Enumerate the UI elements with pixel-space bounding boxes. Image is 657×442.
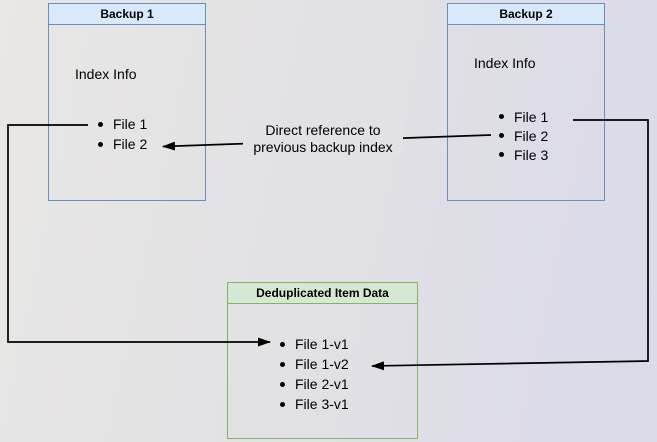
file-label: File 3 <box>514 146 549 163</box>
backup1-header: Backup 1 <box>49 4 205 25</box>
list-item: File 2 <box>96 134 147 154</box>
backup1-index-info-label: Index Info <box>75 66 137 82</box>
file-label: File 1-v2 <box>295 356 349 372</box>
bullet-icon <box>280 381 285 387</box>
bullet-icon <box>499 152 504 157</box>
backup1-box: Backup 1 Index Info File 1 File 2 <box>48 3 206 201</box>
list-item: File 1-v2 <box>278 354 349 374</box>
file-label: File 3-v1 <box>295 396 349 412</box>
bullet-icon <box>280 401 285 407</box>
backup2-index-info-label: Index Info <box>474 55 536 71</box>
list-item: File 2 <box>497 126 548 145</box>
file-label: File 1-v1 <box>295 336 349 352</box>
file-label: File 2 <box>113 136 148 152</box>
annotation-line: Direct reference to <box>265 122 381 138</box>
bullet-icon <box>499 114 504 119</box>
direct-reference-annotation: Direct reference to previous backup inde… <box>243 122 403 156</box>
file-label: File 1 <box>113 116 148 132</box>
bullet-icon <box>98 121 103 127</box>
list-item: File 3 <box>497 145 548 164</box>
bullet-icon <box>98 141 103 147</box>
list-item: File 1 <box>96 114 147 134</box>
file-label: File 2-v1 <box>295 376 349 392</box>
dedup-header: Deduplicated Item Data <box>228 283 417 304</box>
backup2-box: Backup 2 Index Info File 1 File 2 File 3 <box>447 3 605 201</box>
annotation-line: previous backup index <box>253 139 393 155</box>
file-label: File 2 <box>514 127 549 144</box>
backup1-file-list: File 1 File 2 <box>96 114 147 154</box>
list-item: File 3-v1 <box>278 394 349 414</box>
backup2-file-list: File 1 File 2 File 3 <box>497 107 548 164</box>
bullet-icon <box>280 361 285 367</box>
list-item: File 1 <box>497 107 548 126</box>
dedup-box: Deduplicated Item Data File 1-v1 File 1-… <box>227 282 418 439</box>
list-item: File 1-v1 <box>278 334 349 354</box>
bullet-icon <box>499 133 504 138</box>
file-label: File 1 <box>514 108 549 125</box>
list-item: File 2-v1 <box>278 374 349 394</box>
bullet-icon <box>280 341 285 347</box>
backup2-header: Backup 2 <box>448 4 604 25</box>
dedup-file-list: File 1-v1 File 1-v2 File 2-v1 File 3-v1 <box>278 334 349 414</box>
